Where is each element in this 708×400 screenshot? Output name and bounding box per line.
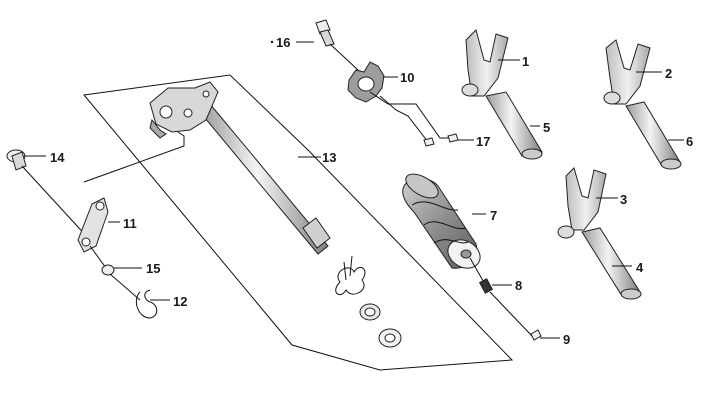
shift-fork-3 [557, 167, 607, 239]
assembly-boundary [83, 74, 514, 371]
callout-14: 14 [50, 150, 65, 165]
stopper-arm [77, 197, 109, 253]
callout-1: 1 [522, 54, 529, 69]
callout-9: 9 [563, 332, 570, 347]
callout-2: 2 [665, 66, 672, 81]
callout-12: 12 [173, 294, 187, 309]
bolt-14 [6, 149, 27, 171]
callout-16: 16 [276, 35, 290, 50]
dowel-17b [423, 137, 435, 147]
callout-8: 8 [515, 278, 522, 293]
shift-rod-5 [485, 91, 543, 160]
callout-13: 13 [322, 150, 336, 165]
shift-fork-1 [461, 29, 509, 97]
bolt-16 [315, 19, 335, 47]
spring-pin [478, 278, 494, 294]
callout-5: 5 [543, 120, 550, 135]
shift-drum [402, 173, 481, 269]
return-spring-12 [135, 289, 158, 319]
shift-rod-6 [625, 101, 682, 170]
washer-15 [101, 264, 115, 276]
shift-shaft-assembly [149, 81, 402, 348]
drum-star-plate [347, 61, 385, 103]
callout-15: 15 [146, 261, 160, 276]
callout-6: 6 [686, 134, 693, 149]
callout-10: 10 [400, 70, 414, 85]
callout-17: 17 [476, 134, 490, 149]
callout-4: 4 [636, 260, 644, 275]
shift-fork-2 [603, 39, 651, 105]
dowel-17a [447, 133, 459, 143]
callout-11: 11 [123, 216, 137, 231]
dowel-pin [530, 329, 542, 341]
callout-3: 3 [620, 192, 627, 207]
callout-7: 7 [490, 208, 497, 223]
shift-rod-4 [581, 227, 642, 300]
